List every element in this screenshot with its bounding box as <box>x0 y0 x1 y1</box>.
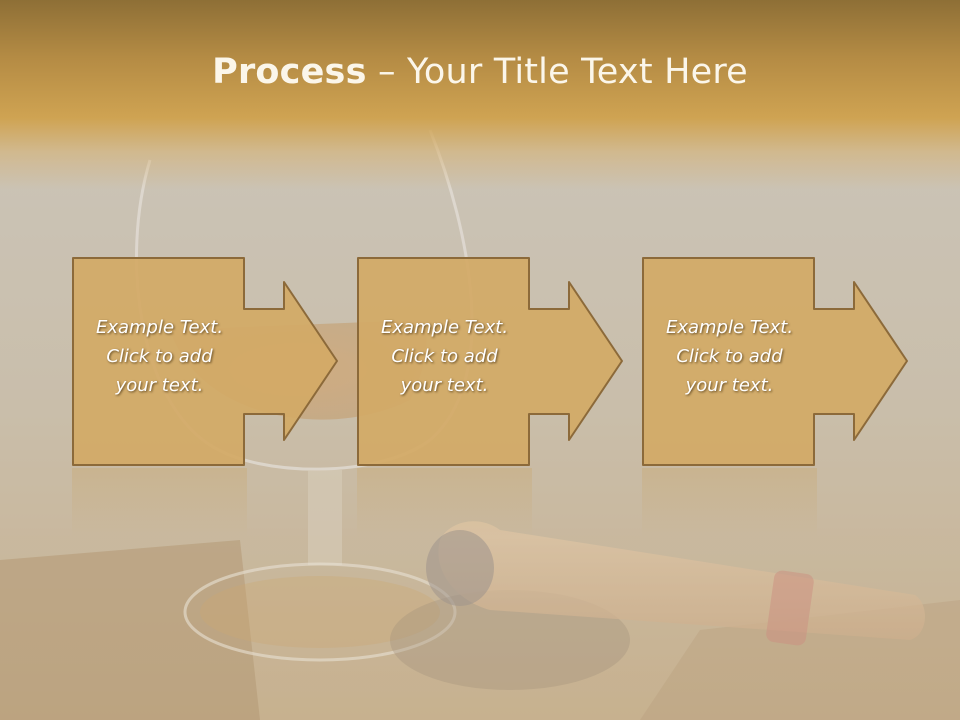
right-arrow-icon <box>642 257 908 466</box>
step-line: your text. <box>400 375 489 396</box>
step-line: Example Text. <box>665 317 794 338</box>
step-text[interactable]: Example Text. Click to add your text. <box>72 313 247 400</box>
step-reflection <box>357 468 532 538</box>
title-band <box>0 0 960 190</box>
step-text[interactable]: Example Text. Click to add your text. <box>357 313 532 400</box>
step-line: your text. <box>115 375 204 396</box>
process-step-1[interactable]: Example Text. Click to add your text. <box>72 257 338 466</box>
step-line: Click to add <box>676 346 783 367</box>
title-bold: Process <box>212 52 367 92</box>
process-step-3[interactable]: Example Text. Click to add your text. <box>642 257 908 466</box>
step-line: Example Text. <box>380 317 509 338</box>
title-rest: – Your Title Text Here <box>366 52 748 92</box>
step-line: your text. <box>685 375 774 396</box>
step-text[interactable]: Example Text. Click to add your text. <box>642 313 817 400</box>
step-line: Click to add <box>106 346 213 367</box>
step-reflection <box>642 468 817 538</box>
right-arrow-icon <box>357 257 623 466</box>
right-arrow-icon <box>72 257 338 466</box>
step-reflection <box>72 468 247 538</box>
page-title[interactable]: Process – Your Title Text Here <box>0 52 960 92</box>
step-line: Click to add <box>391 346 498 367</box>
process-step-2[interactable]: Example Text. Click to add your text. <box>357 257 623 466</box>
step-line: Example Text. <box>95 317 224 338</box>
